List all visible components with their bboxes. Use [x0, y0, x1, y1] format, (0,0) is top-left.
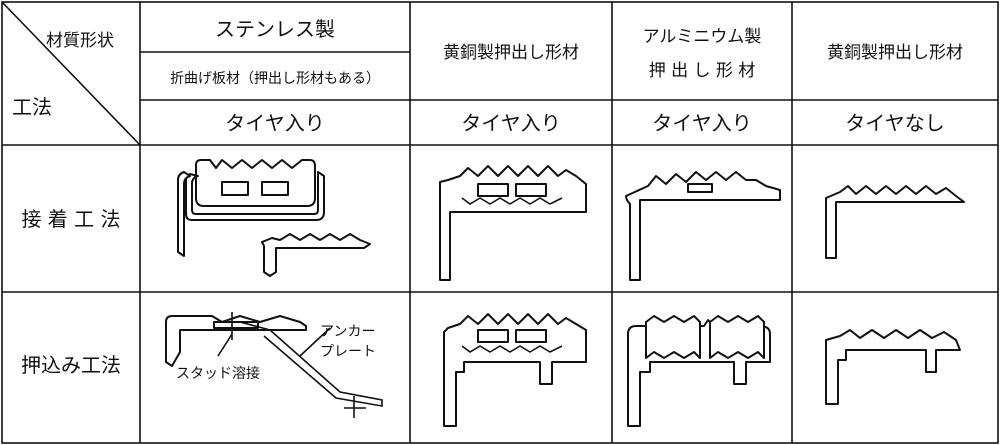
- diagonal-line: [1, 1, 141, 146]
- col2-material: 黄銅製押出し形材: [443, 43, 579, 63]
- adhesive-brass-notire-profile: [825, 185, 965, 259]
- col3-tire: タイヤ入り: [652, 111, 751, 135]
- anchor-label-1: アンカー: [320, 324, 375, 340]
- row-label-adhesive: 接 着 工 法: [21, 207, 120, 231]
- anchor-label-2: プレート: [320, 344, 376, 360]
- adhesive-brass-profile: [439, 165, 587, 281]
- row-label-pressin: 押込み工法: [21, 353, 121, 377]
- col2-tire: タイヤ入り: [461, 111, 560, 135]
- adhesive-aluminum-profile: [625, 171, 781, 281]
- pressin-aluminum-profile: [627, 315, 771, 427]
- material-shape-label: 材質形状: [46, 31, 114, 51]
- anchor-leader: [299, 327, 331, 357]
- col3-material-line2: 押 出 し 形 材: [649, 61, 756, 81]
- col4-tire: タイヤなし: [845, 111, 944, 135]
- pressin-brass-profile: [443, 313, 587, 427]
- col4-material: 黄銅製押出し形材: [827, 43, 963, 63]
- col3-material-line1: アルミニウム製: [643, 27, 762, 47]
- pressin-stainless-profile: [165, 312, 383, 418]
- stud-label: スタッド溶接: [176, 365, 260, 382]
- method-label: 工法: [12, 95, 52, 119]
- stud-leader: [217, 333, 233, 357]
- adhesive-stainless-profile: [177, 159, 371, 277]
- pressin-brass-notire-profile: [825, 329, 961, 405]
- col1-tire: タイヤ入り: [225, 111, 324, 135]
- col1-material: ステンレス製: [215, 17, 335, 41]
- col1-shape: 折曲げ板材（押出し形材もある）: [170, 71, 380, 87]
